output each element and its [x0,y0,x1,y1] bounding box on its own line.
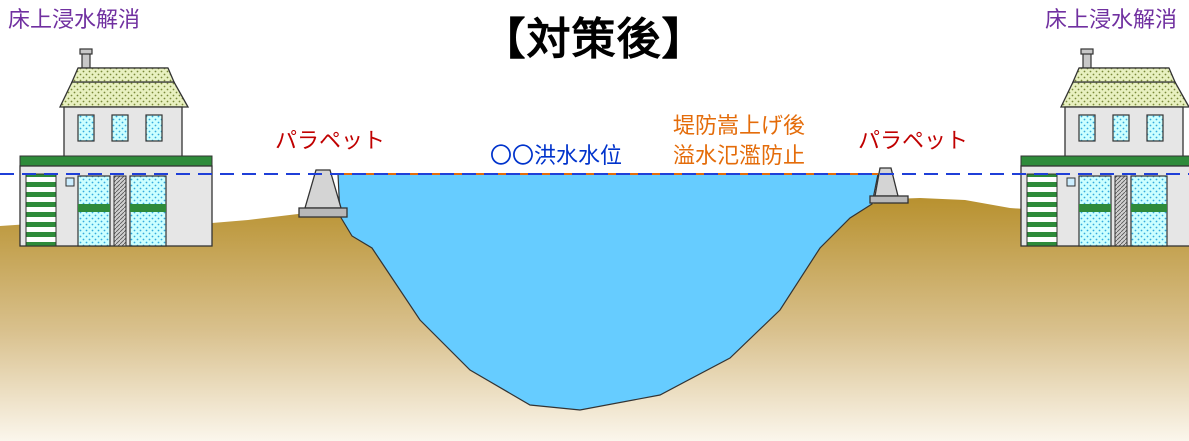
overflow-note-line2: 溢水氾濫防止 [673,144,806,169]
diagram-title: 【対策後】 [481,14,707,65]
water-level-label: 〇〇洪水水位 [490,144,623,169]
overflow-note-line1: 堤防嵩上げ後 [673,114,806,139]
house-label-right: 床上浸水解消 [1044,8,1177,33]
ground [0,198,1189,441]
house-right [1020,48,1189,247]
overflow-note: 堤防嵩上げ後 溢水氾濫防止 [673,112,805,172]
house-label-left: 床上浸水解消 [8,8,141,33]
house-left [19,48,213,247]
parapet-label-right: パラペット [858,129,969,154]
parapet-left [298,169,348,218]
river-water [337,173,879,411]
parapet-label-left: パラペット [275,129,386,154]
